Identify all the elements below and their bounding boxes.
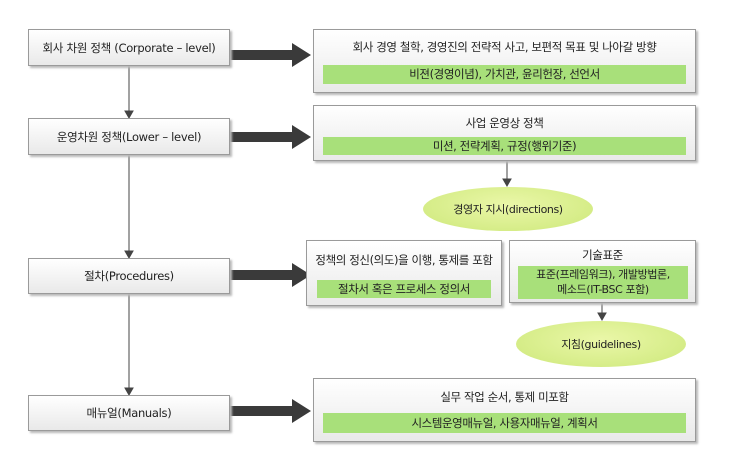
level-corporate-label: 회사 차원 정책 (Corporate – level) [42,40,216,55]
tech-standard-line2: 메소드(IT-BSC 포함) [557,283,649,296]
level-procedures: 절차(Procedures) [28,258,230,294]
tech-standard-line1: 표준(프레임워크), 개발방법론, [536,268,670,281]
level-lower: 운영차원 정책(Lower – level) [28,118,230,155]
level-manuals-label: 매뉴얼(Manuals) [86,406,172,420]
arrowhead-corporate-to-lower [124,110,134,120]
corporate-detail-title: 회사 경영 철학, 경영진의 전략적 사고, 보편적 목표 및 나아갈 방향 [352,40,657,54]
tech-standard-box: 기술표준 표준(프레임워크), 개발방법론, 메소드(IT-BSC 포함) [509,240,696,303]
procedures-detail-box: 정책의 정신(의도)을 이행, 통제를 포함 절차서 혹은 프로세스 정의서 [306,240,502,306]
level-procedures-label: 절차(Procedures) [84,269,174,283]
guidelines-label: 지침(guidelines) [561,338,641,351]
procedures-detail-title: 정책의 정신(의도)을 이행, 통제를 포함 [315,253,493,267]
manuals-detail-items: 시스템운영매뉴얼, 사용자매뉴얼, 계획서 [323,413,686,433]
arrowhead-to-directions [502,178,512,188]
lower-detail-title: 사업 운영상 정책 [465,116,544,130]
manuals-detail-box: 실무 작업 순서, 통제 미포함 시스템운영매뉴얼, 사용자매뉴얼, 계획서 [313,378,696,442]
arrow-corporate-to-detail [230,43,311,67]
level-manuals: 매뉴얼(Manuals) [28,395,230,431]
corporate-detail-items: 비젼(경영이념), 가치관, 윤리헌장, 선언서 [323,65,686,84]
arrow-lower-to-detail [230,125,311,149]
corporate-detail-box: 회사 경영 철학, 경영진의 전략적 사고, 보편적 목표 및 나아갈 방향 비… [313,29,696,93]
arrow-manuals-to-detail [230,399,311,423]
lower-detail-items: 미션, 전략계획, 규정(행위기준) [323,137,686,155]
directions-ellipse: 경영자 지시(directions) [423,187,593,231]
directions-label: 경영자 지시(directions) [453,203,563,216]
procedures-detail-items: 절차서 혹은 프로세스 정의서 [317,280,491,298]
level-corporate: 회사 차원 정책 (Corporate – level) [28,29,230,66]
arrowhead-procedures-to-manuals [124,387,134,397]
lower-detail-box: 사업 운영상 정책 미션, 전략계획, 규정(행위기준) [313,105,696,161]
guidelines-ellipse: 지침(guidelines) [516,321,686,367]
tech-standard-items: 표준(프레임워크), 개발방법론, 메소드(IT-BSC 포함) [518,266,688,299]
arrowhead-lower-to-procedures [124,250,134,260]
arrowhead-to-guidelines [597,312,607,322]
manuals-detail-title: 실무 작업 순서, 통제 미포함 [440,390,569,404]
level-lower-label: 운영차원 정책(Lower – level) [56,129,202,144]
tech-standard-title: 기술표준 [582,248,623,262]
arrow-procedures-to-detail [230,263,311,287]
